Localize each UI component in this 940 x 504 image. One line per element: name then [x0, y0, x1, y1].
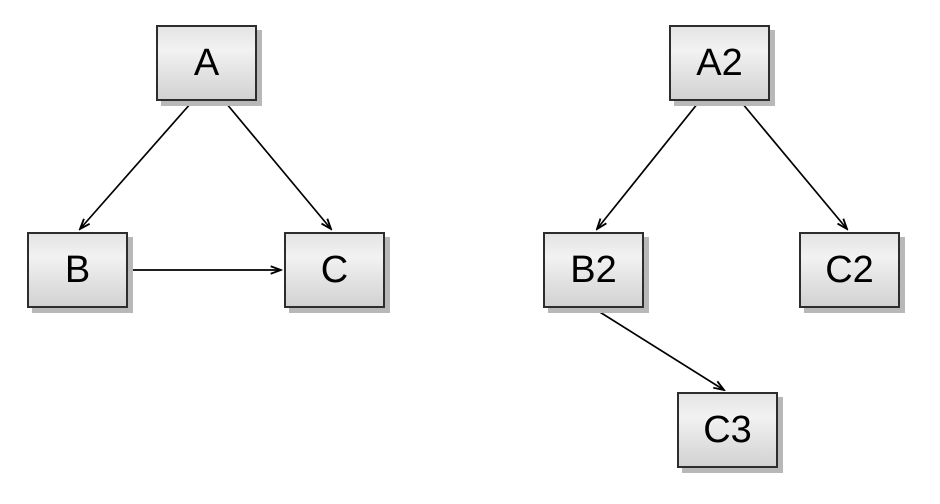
edge-A2-to-B2 — [597, 102, 699, 229]
edge-A2-to-C2 — [741, 102, 847, 229]
node-C: C — [284, 232, 385, 308]
edge-A-to-B — [80, 102, 192, 229]
edge-A-to-C — [225, 102, 331, 229]
node-A: A — [156, 25, 257, 101]
node-A-label: A — [193, 42, 220, 84]
edge-B2-to-C3 — [594, 308, 724, 390]
node-C3: C3 — [677, 392, 778, 468]
node-C2: C2 — [799, 232, 900, 308]
node-B2: B2 — [543, 232, 644, 308]
node-A2: A2 — [669, 25, 770, 101]
node-B2-label: B2 — [570, 249, 617, 291]
node-B-label: B — [64, 249, 91, 291]
node-A2-label: A2 — [696, 42, 743, 84]
node-C2-label: C2 — [825, 249, 874, 291]
node-B: B — [27, 232, 128, 308]
node-C-label: C — [320, 249, 349, 291]
node-C3-label: C3 — [703, 409, 752, 451]
